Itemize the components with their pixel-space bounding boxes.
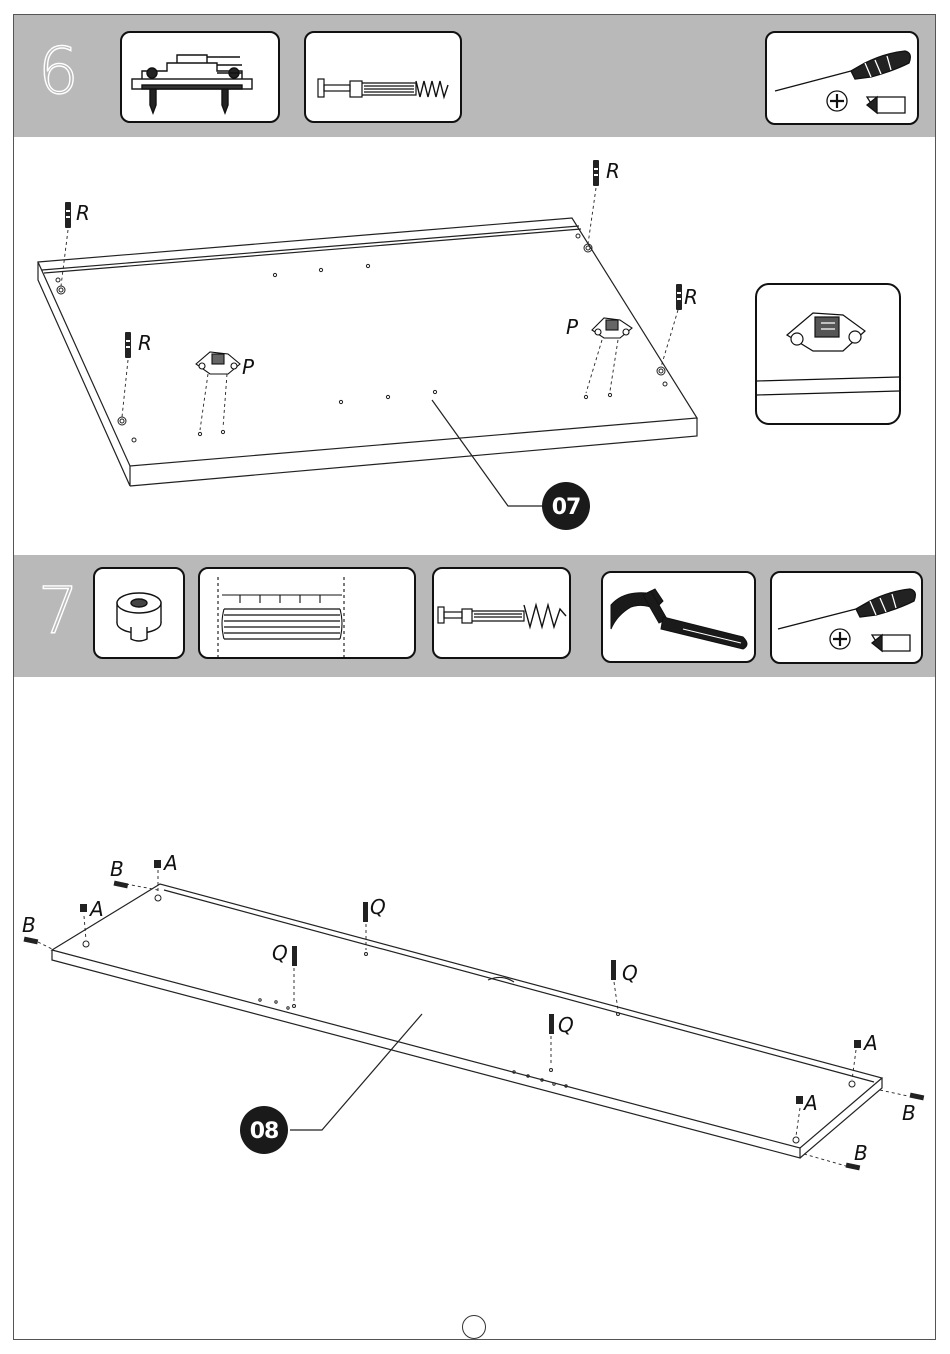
part-label-b: B <box>110 857 124 881</box>
screwdriver-tile-7 <box>770 571 923 664</box>
part-label-r: R <box>138 331 152 355</box>
cam-lock-tile <box>93 567 185 659</box>
part-label-b: B <box>902 1101 916 1125</box>
screwdriver-icon <box>767 33 917 123</box>
step-6-number: 6 <box>38 40 79 104</box>
cam-hinge-plate-icon <box>122 33 278 121</box>
cam-hinge-plate-tile <box>120 31 280 123</box>
part-label-a: A <box>88 897 104 921</box>
part-label-b: B <box>22 913 36 937</box>
hammer-icon <box>603 573 754 661</box>
cam-bolt-tile-7 <box>432 567 571 659</box>
step-7-illustration: A A A A B B B B Q Q Q Q 08 <box>14 678 935 1308</box>
part-label-r: R <box>76 201 90 225</box>
cam-bolt-icon <box>434 569 569 657</box>
part-label-q: Q <box>622 961 638 985</box>
part-label-q: Q <box>272 941 288 965</box>
hinge-plate-detail-icon <box>757 285 899 423</box>
hinge-detail-tile <box>755 283 901 425</box>
part-label-q: Q <box>558 1013 574 1037</box>
step-7-scene: A A A A B B B B Q Q Q Q 08 <box>14 678 935 1308</box>
part-label-a: A <box>862 1031 878 1055</box>
step-7-number: 7 <box>38 580 79 644</box>
part-label-a: A <box>802 1091 818 1115</box>
part-label-p: P <box>566 315 579 339</box>
panel-badge-label: 07 <box>552 495 581 520</box>
cam-bolt-icon <box>306 33 460 121</box>
screwdriver-icon <box>772 573 921 662</box>
part-label-a: A <box>162 851 178 875</box>
screwdriver-tile-6 <box>765 31 919 125</box>
page-number-circle <box>462 1315 486 1339</box>
dowel-tile <box>198 567 416 659</box>
cam-bolt-tile-6 <box>304 31 462 123</box>
hammer-tile <box>601 571 756 663</box>
part-label-b: B <box>854 1141 868 1165</box>
panel-badge-label: 08 <box>250 1119 279 1144</box>
part-label-r: R <box>606 159 620 183</box>
part-label-p: P <box>242 355 255 379</box>
cam-lock-icon <box>95 569 183 657</box>
part-label-q: Q <box>370 895 386 919</box>
wooden-dowel-icon <box>200 569 414 657</box>
part-label-r: R <box>684 285 698 309</box>
